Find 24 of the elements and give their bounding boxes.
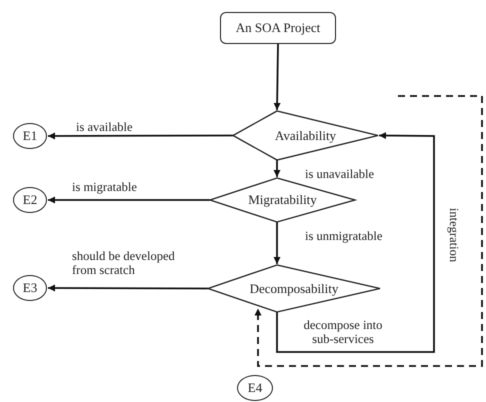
arrow (274, 160, 280, 177)
arrow (276, 132, 435, 353)
node-label: E3 (22, 280, 38, 296)
end-circle (13, 275, 47, 301)
node-label: E4 (248, 380, 262, 396)
end-circle (13, 123, 47, 149)
arrow (48, 284, 208, 292)
arrow (254, 95, 483, 367)
arrow (48, 196, 210, 204)
node-label: E2 (22, 192, 38, 208)
arrow (274, 44, 281, 110)
node-label: An SOA Project (236, 20, 320, 36)
arrow (48, 132, 233, 140)
start-box (220, 12, 336, 44)
decision-diamond (233, 111, 378, 160)
node-label: Decomposability (250, 280, 338, 296)
end-circle (237, 375, 273, 401)
node-label: E1 (22, 128, 38, 144)
node-label: Migratability (248, 192, 317, 208)
arrow (274, 222, 280, 264)
decision-diamond (210, 178, 355, 222)
decision-diamond (208, 265, 380, 312)
end-circle (13, 187, 47, 213)
node-label: Availability (274, 128, 336, 144)
